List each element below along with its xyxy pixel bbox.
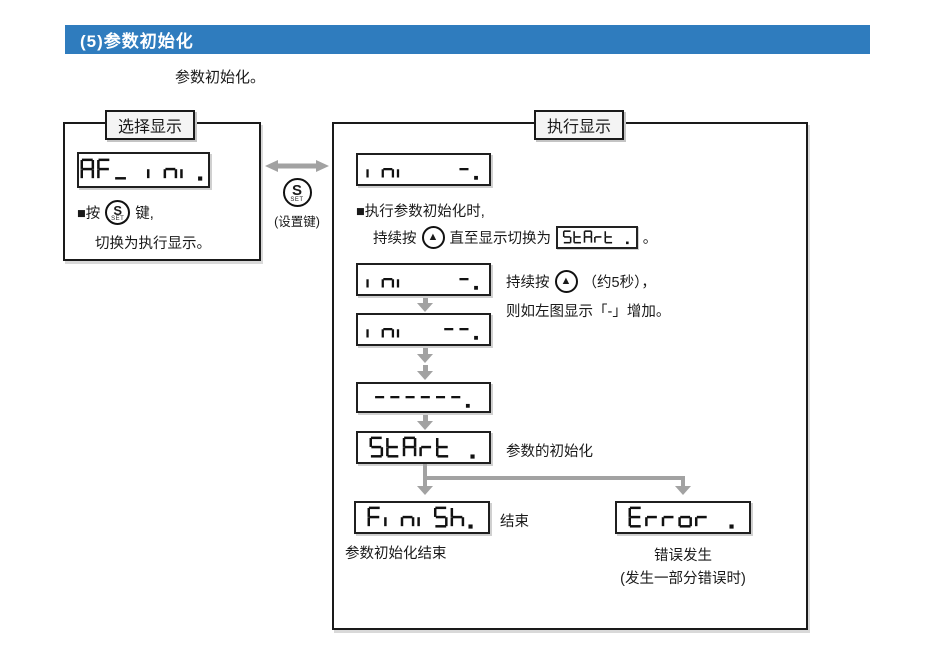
set-key-name: (设置键): [274, 215, 320, 229]
set-key-letter: S: [113, 202, 123, 218]
hold-note-line1: 持续按 ▲ （约5秒），: [506, 270, 656, 293]
set-key-icon: S SET: [105, 200, 131, 225]
flow-branch-line: [423, 478, 427, 486]
select-display-panel: 选择显示 ■按 S SET 键, 切换为执行显示。: [63, 110, 261, 261]
up-key-symbol: ▲: [560, 275, 572, 287]
set-key-sub: SET: [111, 215, 125, 222]
segment-display-step3: [356, 382, 491, 413]
down-arrow-icon: [417, 348, 433, 363]
select-panel-instruction-line2: 切换为执行显示。: [95, 236, 211, 252]
set-key-letter: S: [291, 181, 302, 199]
down-arrow-icon: [417, 365, 433, 380]
instruction-text: 。: [642, 231, 658, 247]
exec-instruction-line2: 持续按 ▲ 直至显示切换为 。: [373, 226, 657, 249]
section-header: (5)参数初始化: [65, 25, 870, 54]
exec-instruction-line1: ■执行参数初始化时,: [356, 204, 485, 220]
segment-display-step2: [356, 313, 491, 346]
instruction-text: 持续按: [373, 231, 417, 247]
up-key-icon: ▲: [554, 270, 578, 293]
instruction-text: （约5秒），: [582, 275, 656, 291]
segment-display-error: [615, 501, 751, 534]
hold-note-line2: 则如左图显示「-」增加。: [506, 304, 671, 320]
error-caption-line1: 错误发生: [654, 548, 712, 564]
segment-display-finish: [354, 501, 490, 534]
up-key-symbol: ▲: [427, 231, 439, 243]
down-arrow-icon: [417, 415, 433, 430]
finish-caption: 结束: [500, 514, 529, 530]
segment-display-start-inline: [556, 226, 638, 249]
instruction-text: ■按: [77, 206, 101, 222]
section-title: (5)参数初始化: [80, 32, 194, 51]
flow-branch-line: [423, 464, 427, 478]
down-arrow-icon: [417, 298, 433, 312]
instruction-text: 直至显示切换为: [449, 231, 552, 247]
down-arrow-icon: [675, 486, 691, 495]
set-key-icon: S SET: [282, 178, 312, 207]
select-panel-label: 选择显示: [105, 110, 196, 140]
down-arrow-icon: [417, 486, 433, 495]
error-caption-line2: (发生一部分错误时): [620, 571, 746, 587]
finish-result-caption: 参数初始化结束: [345, 546, 447, 562]
start-caption: 参数的初始化: [506, 444, 593, 460]
flow-branch-line: [423, 476, 685, 480]
instruction-text: 持续按: [506, 275, 550, 291]
panel-connector: S SET (设置键): [264, 158, 330, 230]
exec-display-panel: 执行显示 ■执行参数初始化时, 持续按 ▲ 直至显示切换为 。 持续按 ▲ （约…: [332, 110, 808, 630]
instruction-text: 键,: [135, 206, 154, 222]
select-panel-instruction-line1: ■按 S SET 键,: [77, 200, 154, 225]
segment-display-step1: [356, 263, 491, 296]
set-key-sub: SET: [290, 196, 304, 203]
segment-display-select: [77, 152, 210, 188]
segment-display-initial: [356, 153, 491, 186]
double-arrow-icon: [265, 160, 329, 172]
up-key-icon: ▲: [421, 226, 445, 249]
segment-display-start: [356, 431, 491, 464]
intro-text: 参数初始化。: [175, 69, 266, 86]
flow-branch-line: [681, 478, 685, 486]
exec-panel-label: 执行显示: [534, 110, 625, 140]
